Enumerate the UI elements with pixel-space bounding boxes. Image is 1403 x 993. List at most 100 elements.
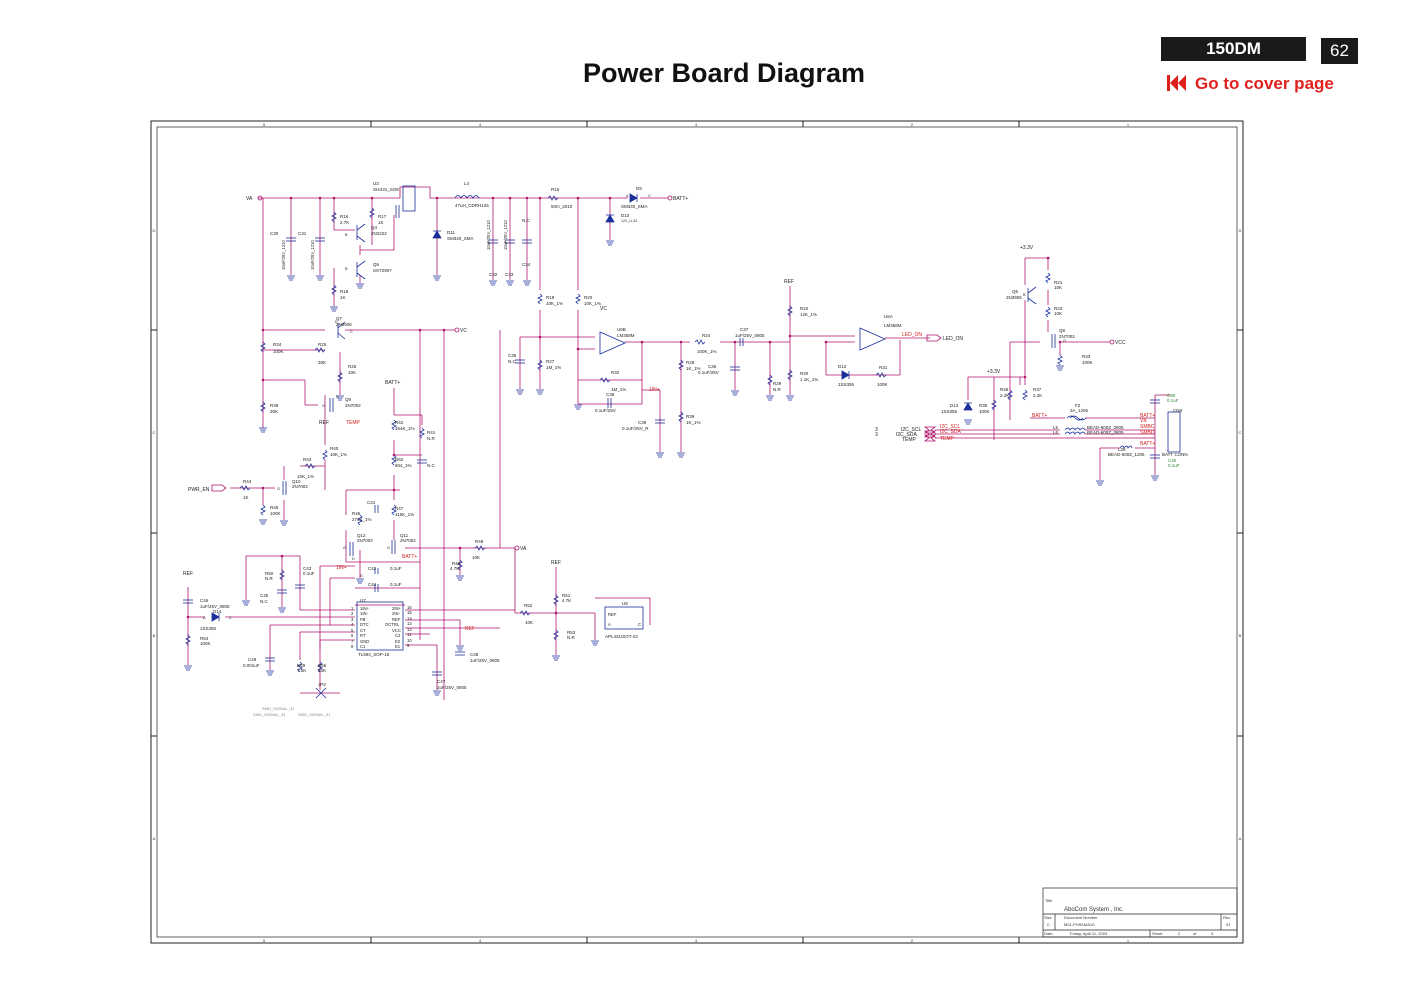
ref-label: R19 bbox=[546, 295, 555, 300]
fuse-symbol bbox=[1069, 415, 1087, 421]
value-label: 10K_1% bbox=[330, 452, 347, 457]
ref-label: R40 bbox=[330, 446, 339, 451]
value-label: SM340_SMA bbox=[621, 204, 648, 209]
ref-label: R29 bbox=[773, 381, 782, 386]
diode-symbols bbox=[211, 193, 973, 622]
ref-label: Q11 bbox=[400, 533, 409, 538]
value-label: 10K_1% bbox=[546, 301, 563, 306]
ref-label: L4 bbox=[464, 181, 470, 186]
net-va-label: VA bbox=[246, 196, 253, 202]
u7-pin-label: CT bbox=[360, 628, 366, 633]
value-label: 1K bbox=[340, 295, 346, 300]
of-value: 3 bbox=[1211, 931, 1214, 936]
wires bbox=[187, 186, 1170, 700]
value-label: 7.5K bbox=[297, 668, 306, 673]
row-label: A bbox=[153, 836, 156, 841]
value-label: 12V_LL34 bbox=[621, 219, 637, 223]
net-led-on-label: LED_ON bbox=[943, 336, 963, 342]
size-value: C bbox=[1047, 922, 1050, 927]
net-i2c-scl-label: I2C_SCL bbox=[901, 427, 922, 433]
value-label: 1.1K_1% bbox=[800, 377, 818, 382]
red-net-labels: LED_ON TEMP I2C_SCL I2C_SDA TEMP BATT+ B… bbox=[336, 332, 1155, 632]
u7-pin-label: OCTRL bbox=[385, 622, 400, 627]
ref-label: D10 bbox=[621, 213, 630, 218]
size-label: Size bbox=[1044, 915, 1053, 920]
ref-label: R53 bbox=[567, 630, 576, 635]
junction-dots bbox=[186, 196, 1062, 619]
value-label: 100K bbox=[877, 382, 888, 387]
u7-pin-labels: 1IN+ 1IN- FB DTC CT RT GND C1 2IN+ 2IN- … bbox=[351, 605, 641, 649]
value-label: 1M_1% bbox=[546, 365, 561, 370]
ref-label: R52 bbox=[524, 603, 533, 608]
ref-label: R34 bbox=[273, 342, 282, 347]
value-label: 10K bbox=[525, 620, 533, 625]
value-label: 12K_1% bbox=[800, 312, 817, 317]
u7-pin-number: 8 bbox=[351, 644, 354, 649]
pin-letter: B bbox=[345, 233, 348, 237]
value-label: 2.7K bbox=[340, 220, 349, 225]
u7-pin-label: RT bbox=[360, 633, 366, 638]
value-label: 1uF/25V_0805 bbox=[735, 333, 765, 338]
pin-letter: B bbox=[1023, 293, 1026, 297]
components bbox=[183, 185, 1181, 699]
u7-pin-label: REF bbox=[392, 617, 401, 622]
u7-pin-number: 5 bbox=[351, 628, 354, 633]
ref-label: D13 bbox=[950, 403, 959, 408]
net-temp-label: TEMP bbox=[346, 420, 361, 426]
ref-label: Q8 bbox=[1059, 328, 1066, 333]
pin-letter: C bbox=[648, 194, 651, 198]
value-label: N.R bbox=[427, 436, 436, 441]
value-label: 0.1uF bbox=[1168, 463, 1180, 468]
value-label: 1K bbox=[243, 495, 249, 500]
col-label: 3 bbox=[695, 122, 698, 127]
value-label: 1SS355 bbox=[941, 409, 958, 414]
col-label: 1 bbox=[1127, 938, 1130, 943]
value-label: LM358M bbox=[884, 323, 902, 328]
pin-letter: G bbox=[277, 487, 280, 491]
value-label: 100K bbox=[270, 511, 281, 516]
u7-pin-number: 3 bbox=[351, 617, 354, 622]
u7-pin-number: 2 bbox=[351, 611, 354, 616]
go-to-cover-link[interactable]: Go to cover page bbox=[1167, 74, 1334, 94]
value-label: 0.1uF/25V bbox=[595, 408, 616, 413]
value-label: 100K bbox=[1082, 360, 1093, 365]
u8-pin-label: REF bbox=[608, 612, 617, 617]
net-pwr-en-label: PWR_EN bbox=[188, 487, 210, 493]
u7-pin-number: 11 bbox=[407, 632, 412, 637]
ref-label: C32 bbox=[489, 272, 498, 277]
ref-label: D9 bbox=[636, 186, 642, 191]
net-batt-label: BATT+ bbox=[673, 196, 688, 202]
footnotes: SMD_SIGNAL_31 SMD_SIGNAL_31 SMD_SIGNAL_3… bbox=[253, 706, 331, 717]
net-1in-label: 1IN+ bbox=[649, 387, 660, 393]
value-label: BEAD-600Z_0805 bbox=[1087, 425, 1124, 430]
value-label: N.R bbox=[265, 576, 274, 581]
net-i2c-sda-label: I2C_SDA bbox=[940, 429, 962, 435]
ref-label: C45 bbox=[260, 593, 269, 598]
rotated-cap-values: 10uF/25V_1210 10uF/25V_1210 10uF/25V_121… bbox=[281, 220, 508, 270]
ref-label: C44 bbox=[368, 582, 377, 587]
value-label: 0.1uF bbox=[390, 582, 402, 587]
value-label: N.C bbox=[427, 463, 436, 468]
value-label: APL431/SOT-23 bbox=[605, 634, 638, 639]
ref-label: C41 bbox=[367, 500, 376, 505]
u8-pin-label: A bbox=[608, 622, 611, 627]
value-label: 47uH_CDRH125 bbox=[455, 203, 489, 208]
value-label: 100K bbox=[200, 641, 211, 646]
title-block: Title AboCom System , Inc. Size C Docume… bbox=[1042, 887, 1238, 938]
ref-label: R54 bbox=[200, 636, 209, 641]
value-label: 10K_1% bbox=[584, 301, 601, 306]
ref-label: C35 bbox=[508, 353, 517, 358]
u7-pin-number: 12 bbox=[407, 627, 412, 632]
net-vc-label: VC bbox=[600, 306, 607, 312]
company-name: AboCom System , Inc. bbox=[1064, 907, 1124, 913]
value-label: LM358M bbox=[617, 333, 635, 338]
value-label: 100K bbox=[273, 349, 284, 354]
ref-label: R45 bbox=[270, 505, 279, 510]
ref-label: R16 bbox=[340, 214, 349, 219]
u7-pin-number: 9 bbox=[407, 643, 410, 648]
footnote-label: SMD_SIGNAL_31 bbox=[262, 706, 295, 711]
value-label: N.C bbox=[522, 218, 531, 223]
u7-pin-label: DTC bbox=[360, 622, 369, 627]
value-label: 464K_1% bbox=[395, 426, 415, 431]
